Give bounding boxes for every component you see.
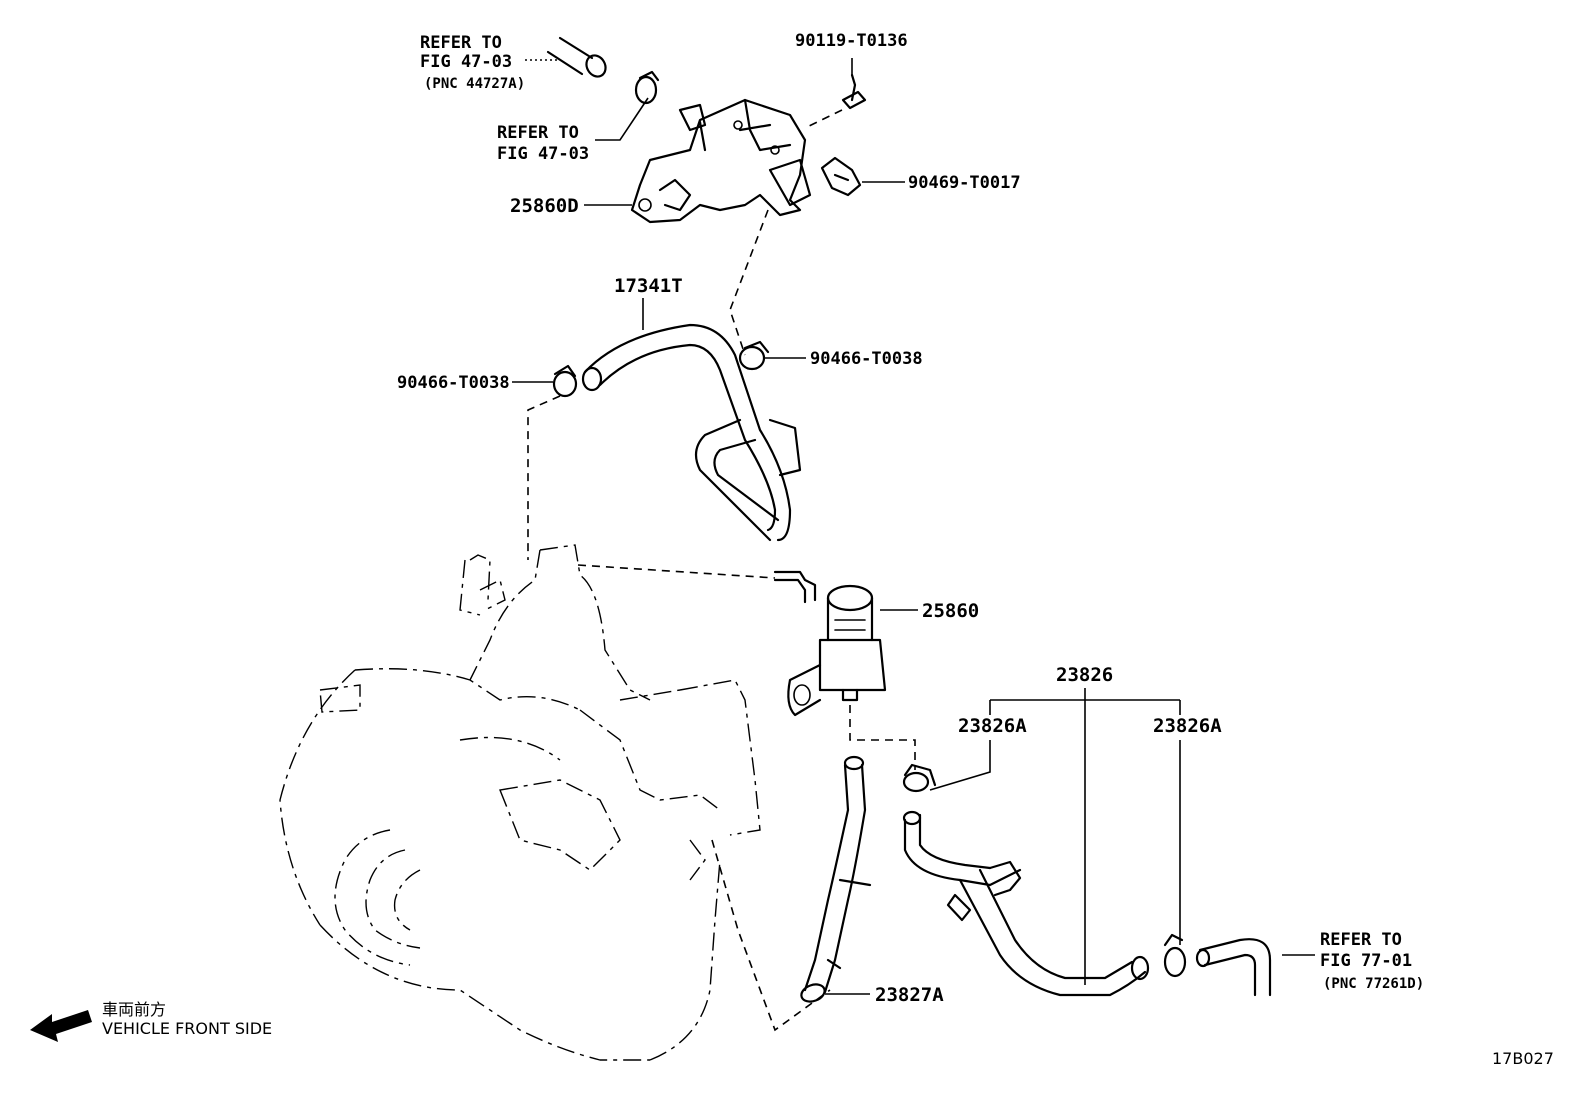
part-number-25860: 25860 [922,600,979,622]
leader-lines [512,58,1315,995]
part-25860d-illustration [630,98,812,224]
clamp-23826a-left-icon [902,763,937,793]
engine-assembly-ghost [279,544,761,1061]
part-number-90119: 90119-T0136 [795,31,908,51]
part-number-25860d: 25860D [510,195,579,217]
clip-90469-icon [820,156,862,197]
hose-23827a-illustration [800,755,872,1003]
refer-right-line2: FIG 77-01 [1320,951,1412,971]
part-number-23826a-left: 23826A [958,715,1027,737]
part-number-90469: 90469-T0017 [908,173,1021,193]
part-number-23827a: 23827A [875,984,944,1006]
part-number-23826a-right: 23826A [1153,715,1222,737]
part-number-17341t: 17341T [614,275,683,297]
refer-right-pnc: (PNC 77261D) [1323,976,1424,992]
part-number-90466-left: 90466-T0038 [397,373,510,393]
hose-23826-illustration [902,810,1150,997]
vehicle-front-label-jp: 車両前方 [102,1000,166,1019]
bolt-90119-icon [841,73,867,110]
hose-clamp-top-icon [634,70,660,105]
part-number-23826: 23826 [1056,664,1113,686]
clamp-23826a-right-icon [1163,933,1187,978]
vehicle-front-label-en: VEHICLE FRONT SIDE [102,1019,272,1038]
hose-end-right-icon [1195,938,1272,997]
refer-top-pnc: (PNC 44727A) [424,76,525,92]
refer-top-line1: REFER TO [420,33,502,53]
hose-17341t-illustration [581,323,802,542]
refer-right-line1: REFER TO [1320,930,1402,950]
refer-mid-line1: REFER TO [497,123,579,143]
refer-mid-line2: FIG 47-03 [497,144,589,164]
vsv-25860-illustration [773,570,887,717]
clamp-90466-left-icon [552,364,578,398]
figure-code: 17B027 [1492,1049,1554,1068]
hose-end-top-icon [546,36,607,78]
part-number-90466-right: 90466-T0038 [810,349,923,369]
refer-top-line2: FIG 47-03 [420,52,512,72]
clamp-90466-right-icon [738,340,770,371]
vehicle-front-arrow-icon [30,1010,92,1042]
